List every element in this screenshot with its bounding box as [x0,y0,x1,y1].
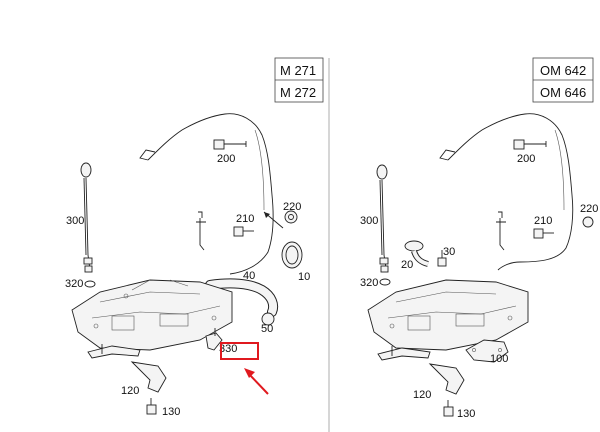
gasket-100 [465,339,509,363]
part-label-300: 300 [66,215,84,227]
right-part-label-220: 220 [580,203,598,215]
highlight-arrow [244,368,269,395]
part-label-120: 120 [121,385,139,397]
bolt-200 [213,139,247,150]
bracket-330 [205,328,223,351]
right-part-label-130: 130 [457,408,475,420]
dipstick-300 [80,162,93,273]
right-part-label-30: 30 [443,246,455,258]
oil-return-hose-40 [205,278,279,317]
part-label-200: 200 [217,153,235,165]
left-engine-code-2: M 272 [280,85,316,100]
part-label-220: 220 [283,201,301,213]
right-part-label-200: 200 [517,153,535,165]
right-engine-code-2: OM 646 [540,85,586,100]
part-label-330: 330 [219,343,237,355]
bolt-130 [146,398,157,415]
part-label-50: 50 [261,323,273,335]
right-engine-code-box: OM 642 OM 646 [532,57,594,103]
right-bolt-30 [437,250,447,267]
right-engine-code-1: OM 642 [540,63,586,78]
part-label-130: 130 [162,406,180,418]
right-part-label-100: 100 [490,353,508,365]
right-part-label-320: 320 [360,277,378,289]
right-part-label-300: 300 [360,215,378,227]
oil-pipe-20 [404,240,429,267]
right-part-label-20: 20 [401,259,413,271]
seal-ring-320 [84,280,96,288]
oil-pan [71,279,233,351]
right-bolt-200 [513,139,547,150]
right-bracket-120 [377,346,465,395]
left-engine-code-1: M 271 [280,63,316,78]
right-bolt-210 [533,228,554,239]
part-label-320: 320 [65,278,83,290]
engine-housing-outline [147,113,274,275]
seal-10 [281,241,303,269]
part-label-210: 210 [236,213,254,225]
right-seal-ring-320 [379,278,391,286]
left-engine-code-box: M 271 M 272 [274,57,324,103]
bracket-120 [87,344,167,393]
right-dipstick-300 [376,164,389,273]
clamp-50 [261,312,275,326]
right-part-label-120: 120 [413,389,431,401]
right-sealing-plug-220 [582,216,594,228]
part-label-10: 10 [298,271,310,283]
bolt-210 [233,226,254,237]
highlight-box [220,342,259,360]
right-oil-pan [367,279,529,351]
part-label-40: 40 [243,270,255,282]
right-part-label-210: 210 [534,215,552,227]
sealing-plug-220 [284,210,298,224]
right-bolt-130 [443,400,454,417]
right-engine-housing-outline [447,113,574,271]
right-diagram: OM 642 OM 646 200 220 210 [360,57,598,420]
left-diagram: M 271 M 272 200 220 210 [65,57,324,418]
